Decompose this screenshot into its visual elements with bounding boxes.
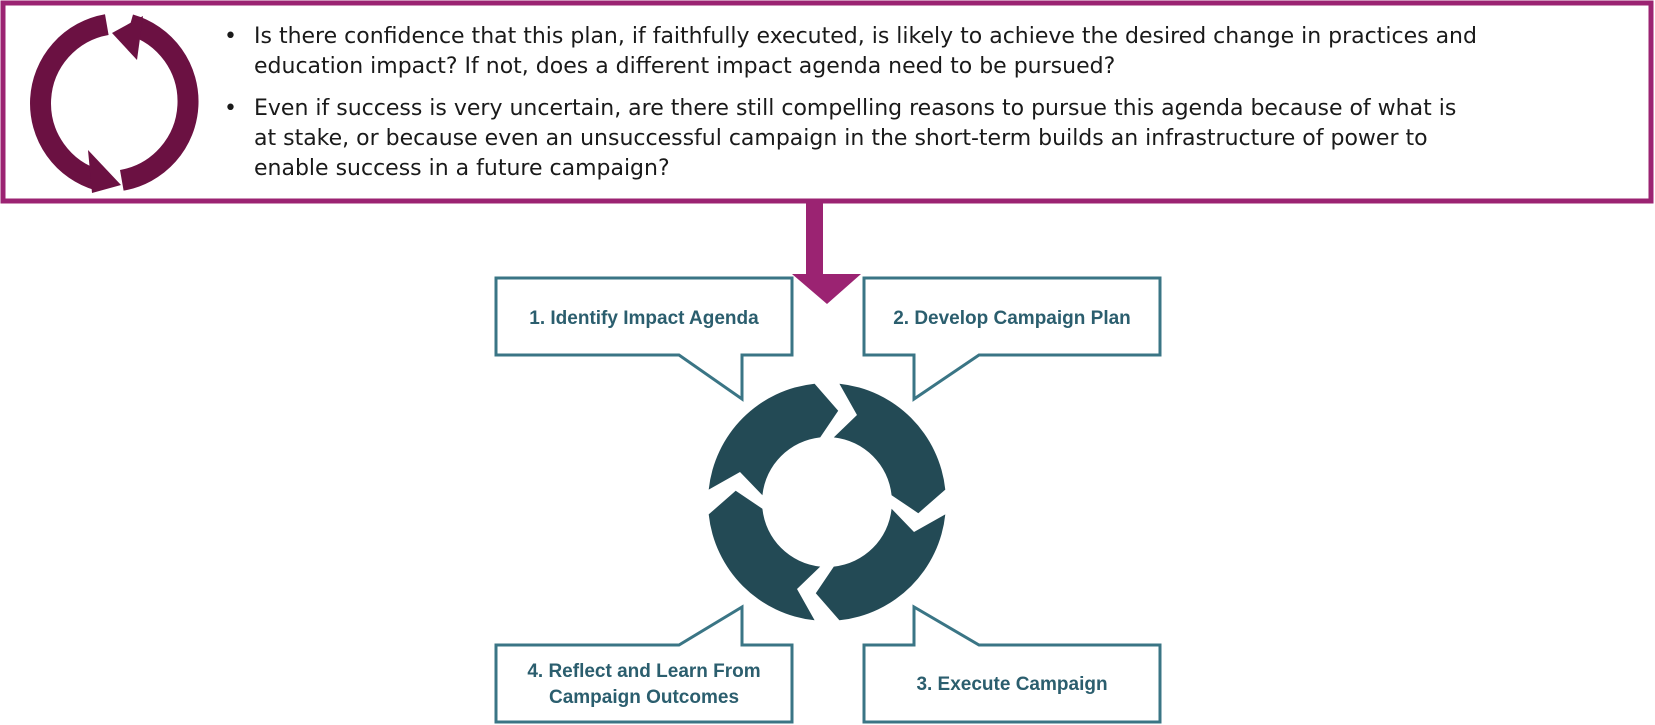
callout-step-3	[862, 604, 1162, 724]
cycle-ring-segment-1	[833, 383, 946, 514]
callout-step-4	[494, 604, 794, 724]
step-1-label: 1. Identify Impact Agenda	[529, 308, 759, 329]
question-box	[0, 0, 1654, 204]
question-1-line-1: Is there confidence that this plan, if f…	[254, 24, 1477, 49]
down-arrow-icon	[792, 201, 861, 304]
step-4-label-line-1: 4. Reflect and Learn From	[527, 661, 760, 682]
cycle-ring	[708, 383, 946, 621]
cycle-ring-segment-4	[708, 383, 839, 496]
step-2-label: 2. Develop Campaign Plan	[893, 308, 1131, 329]
question-2-line-3: enable success in a future campaign?	[254, 156, 670, 181]
step-4-label-line-2: Campaign Outcomes	[549, 687, 739, 708]
question-2-line-1: Even if success is very uncertain, are t…	[254, 96, 1456, 121]
cycle-arrowhead-top	[112, 16, 143, 60]
cycle-ring-segment-3	[708, 490, 821, 621]
bullet-1: •	[224, 24, 237, 49]
cycle-arrowhead-bottom	[88, 150, 121, 193]
question-2-line-2: at stake, or because even an unsuccessfu…	[254, 126, 1428, 151]
refresh-cycle-icon	[30, 14, 199, 191]
question-1-line-2: education impact? If not, does a differe…	[254, 54, 1115, 79]
cycle-ring-segment-2	[815, 508, 946, 621]
step-3-label: 3. Execute Campaign	[916, 674, 1107, 695]
question-list: • Is there confidence that this plan, if…	[224, 24, 1477, 181]
bullet-2: •	[224, 96, 237, 121]
callout-step-2	[862, 276, 1162, 402]
callout-step-1	[494, 276, 794, 402]
